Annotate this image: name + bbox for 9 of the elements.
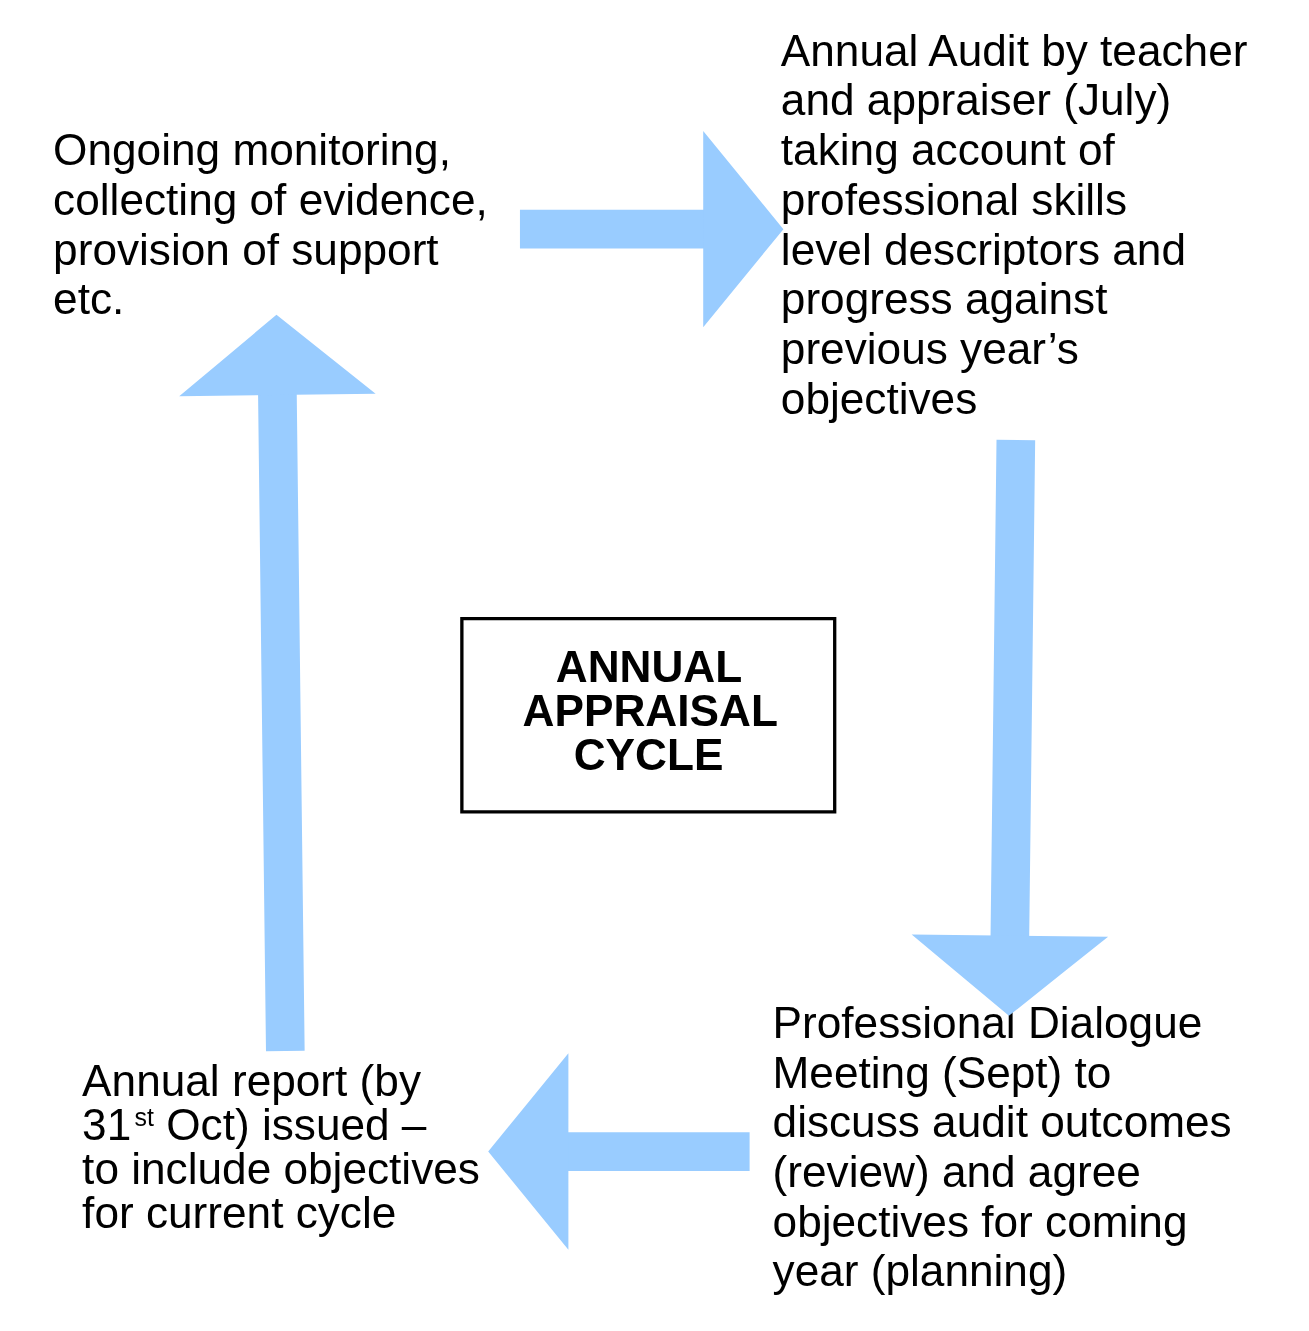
node-text: Ongoing monitoring, collecting of evidence, provision of support etc. bbox=[53, 125, 488, 324]
arrow bbox=[519, 130, 784, 328]
node-box: ANNUAL APPRAISAL CYCLE bbox=[460, 616, 837, 814]
arrow bbox=[911, 439, 1109, 1016]
node-text: Annual Audit by teacher and appraiser (July) taking account of professional skills level descriptors and progress against previous year’s objectives bbox=[780, 25, 1248, 423]
arrow bbox=[179, 314, 376, 1052]
node-text: Professional Dialogue Meeting (Sept) to discuss audit outcomes (review) and agree objectives for coming year (planning) bbox=[772, 997, 1232, 1296]
arrow bbox=[488, 1053, 750, 1250]
node-text: Annual report (by 31$^{st}$ Oct) issued – to include objectives for current cycle bbox=[82, 1055, 480, 1238]
